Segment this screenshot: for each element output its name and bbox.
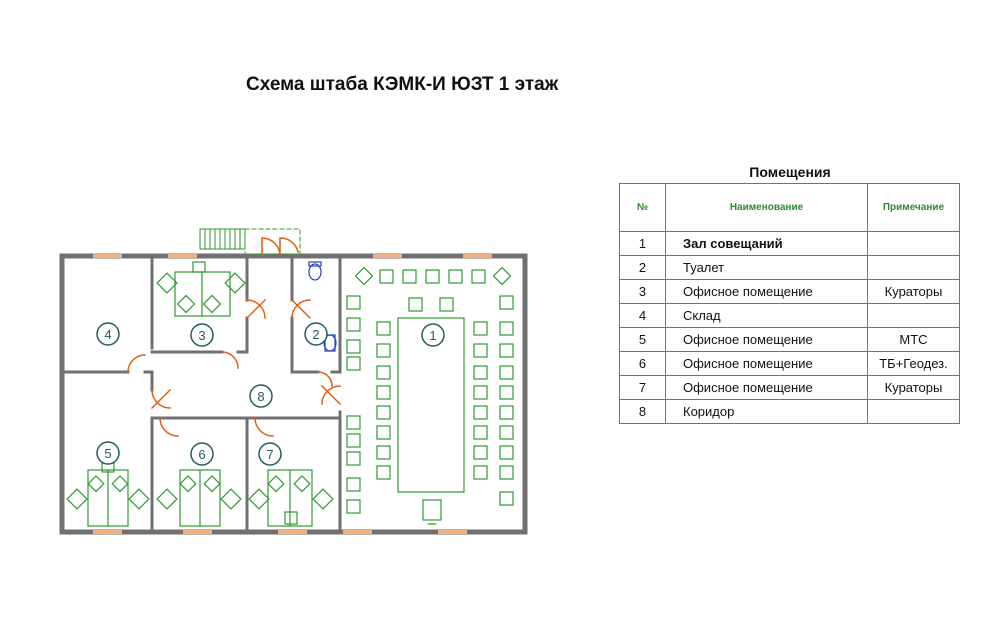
row-note xyxy=(867,231,960,256)
row-name: Офисное помещение xyxy=(665,351,868,376)
floor-plan: 1 2 3 4 5 6 7 8 xyxy=(59,228,528,535)
row-name: Офисное помещение xyxy=(665,375,868,400)
conference-furniture xyxy=(346,266,514,525)
header-num: № xyxy=(619,183,666,232)
svg-text:6: 6 xyxy=(198,447,205,462)
header-note: Примечание xyxy=(867,183,960,232)
row-name: Коридор xyxy=(665,399,868,424)
row-num: 1 xyxy=(619,231,666,256)
room-label-5: 5 xyxy=(96,441,120,465)
toilet-fixtures xyxy=(308,261,337,352)
svg-text:3: 3 xyxy=(198,328,205,343)
header-name: Наименование xyxy=(665,183,868,232)
row-name: Туалет xyxy=(665,255,868,280)
svg-text:4: 4 xyxy=(104,327,111,342)
row-num: 3 xyxy=(619,279,666,304)
row-name: Зал совещаний xyxy=(665,231,868,256)
office3-furniture xyxy=(156,261,246,317)
room-label-8: 8 xyxy=(249,384,273,408)
svg-text:8: 8 xyxy=(257,389,264,404)
room-label-3: 3 xyxy=(190,323,214,347)
office7-furniture xyxy=(248,469,334,527)
office5-furniture xyxy=(66,461,150,527)
row-name: Офисное помещение xyxy=(665,279,868,304)
row-num: 5 xyxy=(619,327,666,352)
row-note: Кураторы xyxy=(867,375,960,400)
table-header-row: № Наименование Примечание xyxy=(619,183,960,232)
room-label-7: 7 xyxy=(258,442,282,466)
row-num: 6 xyxy=(619,351,666,376)
table-caption: Помещения xyxy=(749,164,831,180)
row-note: МТС xyxy=(867,327,960,352)
row-num: 7 xyxy=(619,375,666,400)
row-name: Офисное помещение xyxy=(665,327,868,352)
row-note xyxy=(867,399,960,424)
room-labels: 1 2 3 4 5 6 7 8 xyxy=(96,322,445,466)
room-label-1: 1 xyxy=(421,323,445,347)
page-title: Схема штаба КЭМК-И ЮЗТ 1 этаж xyxy=(246,74,559,95)
svg-text:1: 1 xyxy=(429,328,436,343)
room-label-6: 6 xyxy=(190,442,214,466)
svg-text:2: 2 xyxy=(312,327,319,342)
svg-text:5: 5 xyxy=(104,446,111,461)
office6-furniture xyxy=(156,469,242,527)
row-num: 2 xyxy=(619,255,666,280)
row-num: 4 xyxy=(619,303,666,328)
row-note: Кураторы xyxy=(867,279,960,304)
row-note xyxy=(867,303,960,328)
room-label-4: 4 xyxy=(96,322,120,346)
row-note xyxy=(867,255,960,280)
entrance-steps xyxy=(199,228,301,255)
doors xyxy=(127,237,342,437)
svg-text:7: 7 xyxy=(266,447,273,462)
windows xyxy=(93,254,492,534)
interior-walls xyxy=(62,256,342,532)
room-label-2: 2 xyxy=(304,322,328,346)
row-name: Склад xyxy=(665,303,868,328)
row-num: 8 xyxy=(619,399,666,424)
row-note: ТБ+Геодез. xyxy=(867,351,960,376)
